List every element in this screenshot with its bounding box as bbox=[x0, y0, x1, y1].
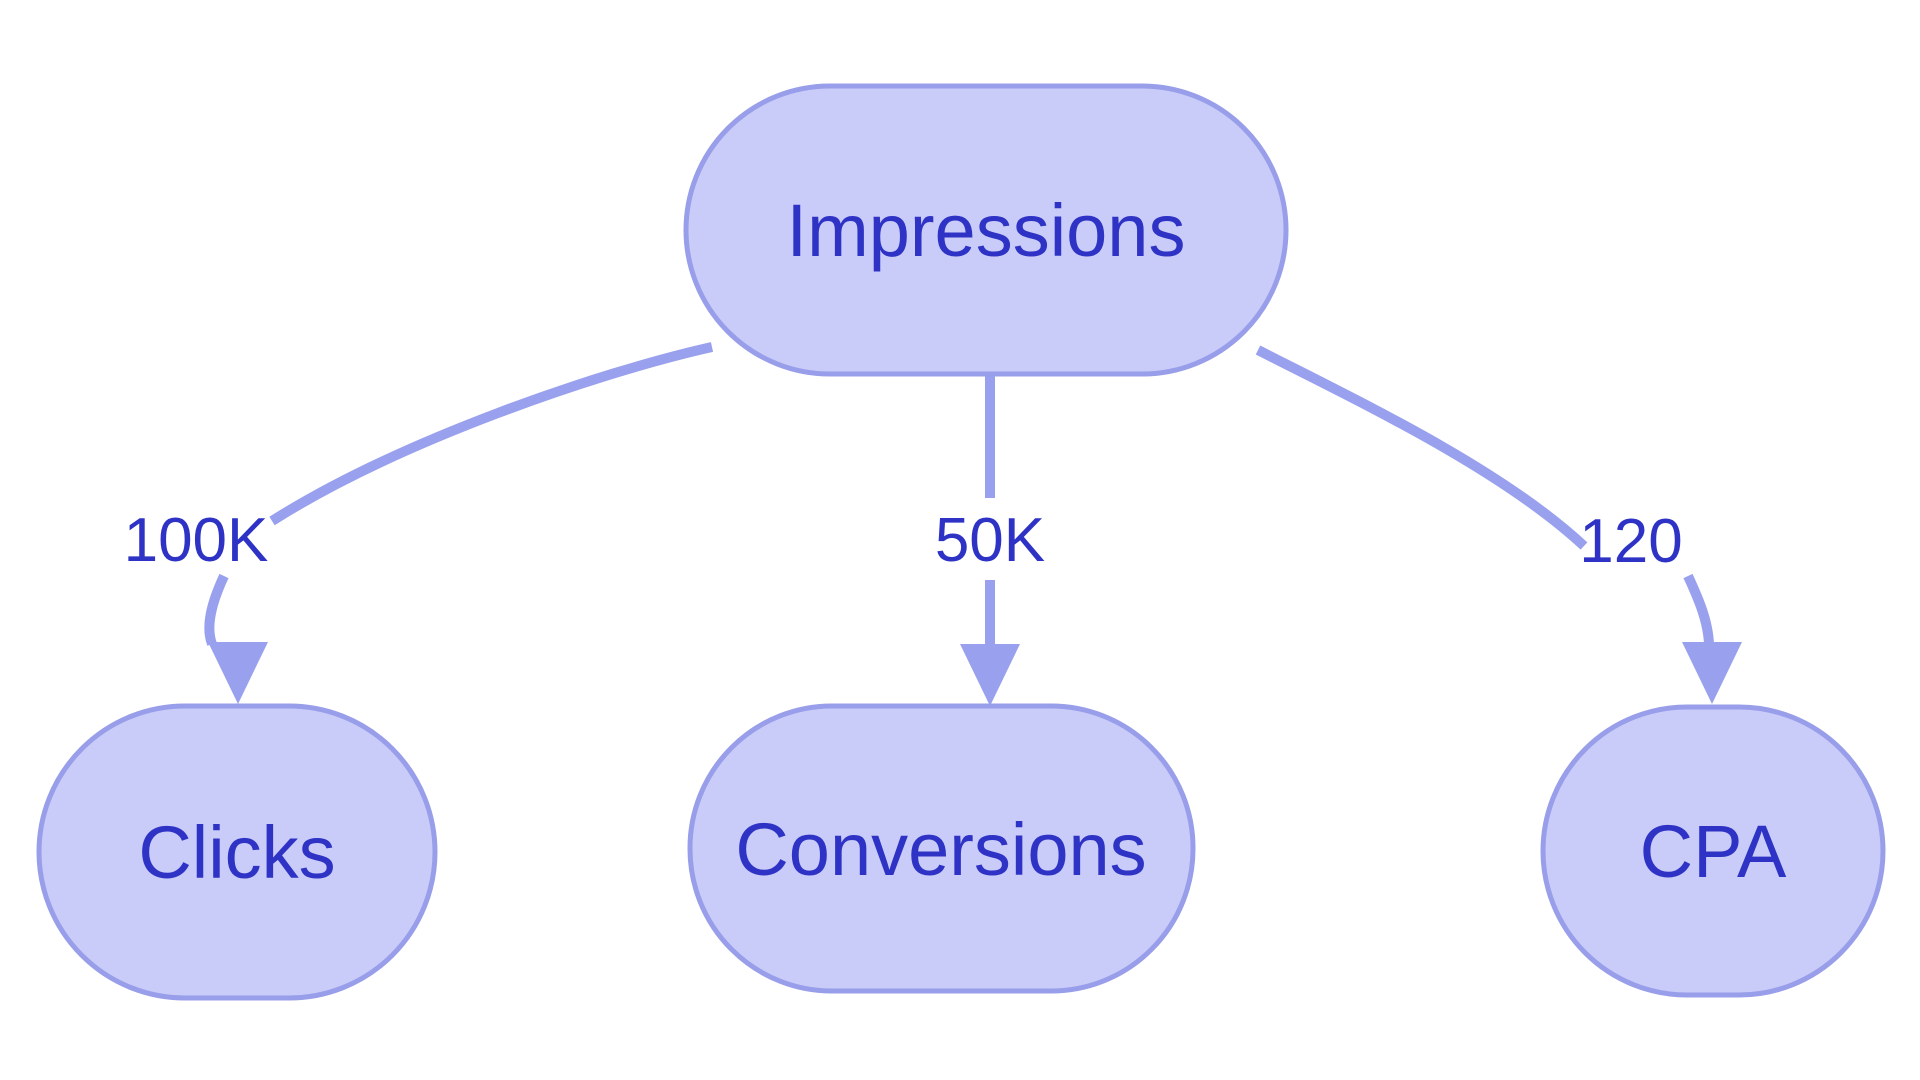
node-impressions: Impressions bbox=[683, 83, 1289, 377]
node-cpa: CPA bbox=[1540, 704, 1886, 998]
node-impressions-label: Impressions bbox=[787, 189, 1186, 272]
edge-impressions-clicks-path-lower bbox=[204, 573, 229, 646]
edge-impressions-conversions-arrowhead-icon bbox=[960, 644, 1020, 706]
node-clicks: Clicks bbox=[36, 703, 438, 1001]
node-conversions: Conversions bbox=[687, 703, 1196, 994]
edge-impressions-cpa-path-upper bbox=[1255, 345, 1588, 550]
node-conversions-shape bbox=[687, 703, 1196, 994]
edge-impressions-clicks-arrowhead-icon bbox=[208, 642, 268, 704]
edge-impressions-cpa-arrowhead-icon bbox=[1682, 642, 1742, 704]
node-impressions-shape bbox=[683, 83, 1289, 377]
edge-impressions-clicks-label: 100K bbox=[124, 506, 269, 575]
node-conversions-label: Conversions bbox=[735, 808, 1146, 891]
node-cpa-label: CPA bbox=[1640, 810, 1787, 893]
edge-impressions-conversions: 50K bbox=[935, 376, 1045, 706]
node-cpa-shape bbox=[1540, 704, 1886, 998]
node-clicks-shape bbox=[36, 703, 438, 1001]
edge-impressions-cpa-label: 120 bbox=[1579, 507, 1682, 576]
node-clicks-label: Clicks bbox=[138, 811, 335, 894]
edge-impressions-cpa-path-lower bbox=[1683, 573, 1714, 645]
edge-impressions-cpa: 120 bbox=[1255, 345, 1742, 704]
edge-impressions-clicks: 100K bbox=[124, 342, 714, 704]
edge-impressions-clicks-path-upper bbox=[269, 342, 714, 526]
edge-impressions-conversions-label: 50K bbox=[935, 506, 1045, 575]
